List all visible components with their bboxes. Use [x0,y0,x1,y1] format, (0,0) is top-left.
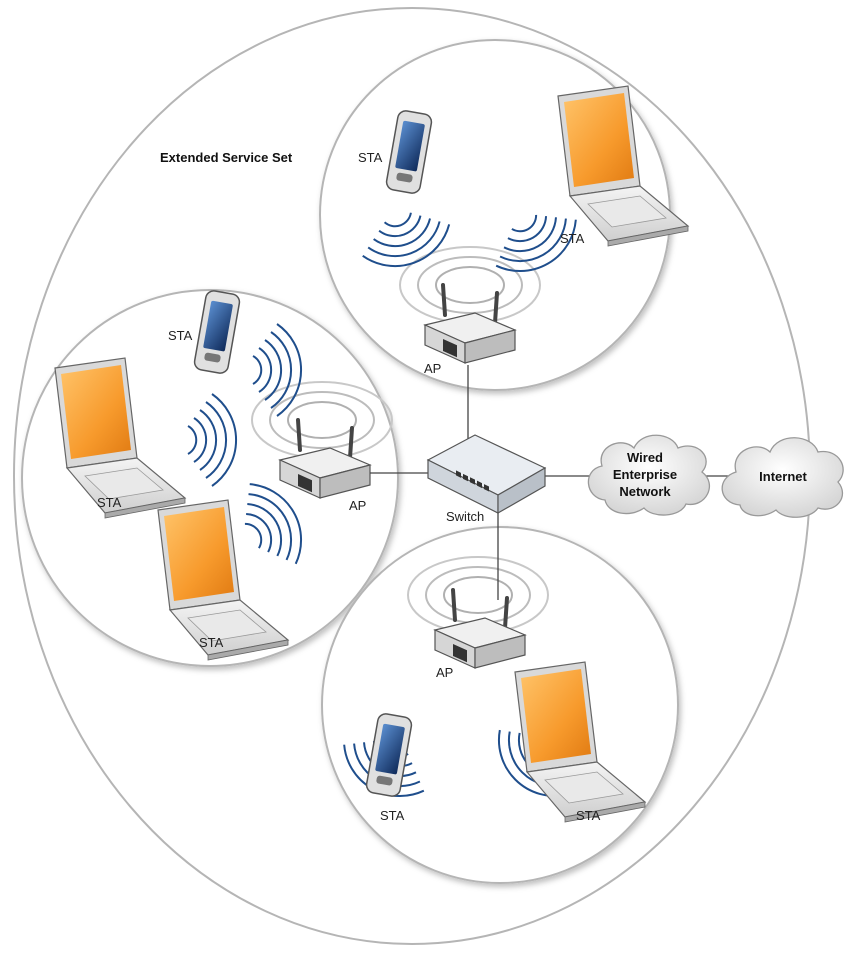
wired-network-line3: Network [619,484,671,499]
sta-label: STA [97,495,122,510]
bss-left: STA STA STA AP [21,288,399,667]
ap-label: AP [436,665,453,680]
bss-top: STA STA AP [319,39,689,391]
ap-label: AP [424,361,441,376]
sta-label: STA [380,808,405,823]
sta-label: STA [358,150,383,165]
internet-cloud: Internet [721,437,844,518]
wired-network-line2: Enterprise [613,467,677,482]
bss-bottom: AP STA STA [321,526,679,884]
internet-label: Internet [759,469,807,484]
switch-icon [426,434,547,515]
ess-title: Extended Service Set [160,150,293,165]
sta-label: STA [560,231,585,246]
sta-label: STA [576,808,601,823]
sta-label: STA [199,635,224,650]
sta-label: STA [168,328,193,343]
wired-network-line1: Wired [627,450,663,465]
ap-label: AP [349,498,366,513]
wired-network-cloud: Wired Enterprise Network [587,434,711,516]
switch-label: Switch [446,509,484,524]
